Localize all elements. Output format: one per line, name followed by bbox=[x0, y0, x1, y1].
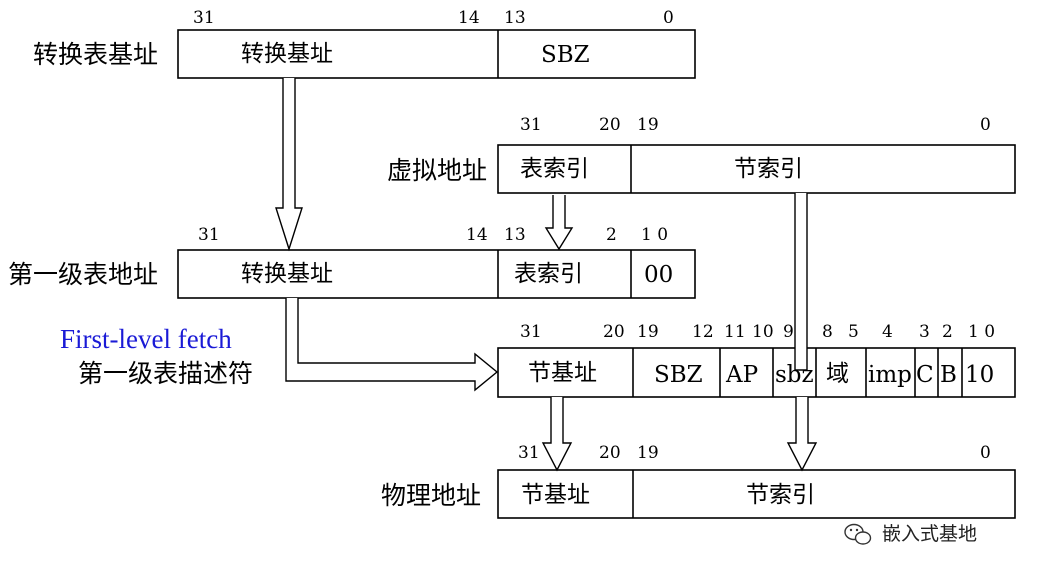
field-section-index: 节索引 bbox=[734, 156, 803, 182]
field-section-base: 节基址 bbox=[528, 360, 597, 386]
translation-base-box bbox=[177, 29, 696, 79]
bit-20: 20 bbox=[603, 322, 625, 342]
bit-31: 31 bbox=[520, 115, 542, 135]
bit-9: 9 bbox=[783, 322, 794, 342]
field-table-index: 表索引 bbox=[514, 261, 583, 287]
watermark-text: 嵌入式基地 bbox=[882, 523, 978, 545]
bit-8: 8 bbox=[822, 322, 833, 342]
wechat-icon bbox=[844, 523, 872, 545]
field-domain: 域 bbox=[826, 361, 849, 387]
arrow-table-index-down bbox=[544, 195, 574, 251]
physical-address-label: 物理地址 bbox=[381, 481, 482, 510]
arrow-section-base-down bbox=[541, 397, 573, 472]
first-level-fetch-label: First-level fetch bbox=[60, 324, 232, 354]
bit-1-0: 1 0 bbox=[968, 322, 996, 342]
translation-base-label: 转换表基址 bbox=[33, 40, 159, 69]
bit-1-0: 1 0 bbox=[641, 225, 669, 245]
field-type: 10 bbox=[965, 362, 995, 388]
bit-14: 14 bbox=[466, 225, 488, 245]
bit-19: 19 bbox=[637, 322, 659, 342]
bit-12: 12 bbox=[692, 322, 714, 342]
first-level-address-box bbox=[177, 249, 696, 299]
descriptor-box bbox=[497, 347, 1016, 398]
bit-20: 20 bbox=[599, 115, 621, 135]
physical-address-box bbox=[497, 469, 1016, 519]
field-table-index: 表索引 bbox=[520, 156, 589, 182]
field-sbz: SBZ bbox=[654, 362, 703, 388]
virtual-address-box bbox=[497, 144, 1016, 194]
bit-13: 13 bbox=[504, 225, 526, 245]
field-section-base: 节基址 bbox=[521, 482, 590, 508]
bit-0: 0 bbox=[663, 8, 674, 28]
bit-10: 10 bbox=[752, 322, 774, 342]
field-ap: AP bbox=[726, 362, 759, 388]
bit-19: 19 bbox=[637, 115, 659, 135]
field-translation-base: 转换基址 bbox=[241, 261, 333, 287]
bit-20: 20 bbox=[599, 443, 621, 463]
bit-14: 14 bbox=[458, 8, 480, 28]
virtual-address-label: 虚拟地址 bbox=[387, 156, 488, 185]
bit-5: 5 bbox=[848, 322, 859, 342]
arrow-section-index-down bbox=[794, 193, 808, 371]
field-c: C bbox=[916, 362, 934, 388]
bit-2: 2 bbox=[606, 225, 617, 245]
arrow-base-to-first-level bbox=[275, 78, 303, 252]
field-section-index: 节索引 bbox=[746, 482, 815, 508]
bit-31: 31 bbox=[518, 443, 540, 463]
field-sbz: SBZ bbox=[541, 42, 590, 68]
field-low-bits: 00 bbox=[644, 262, 674, 288]
bit-0: 0 bbox=[980, 115, 991, 135]
bit-3: 3 bbox=[919, 322, 930, 342]
bit-4: 4 bbox=[882, 322, 893, 342]
bit-0: 0 bbox=[980, 443, 991, 463]
field-b: B bbox=[940, 362, 957, 388]
first-level-descriptor-label: 第一级表描述符 bbox=[78, 359, 254, 388]
bit-31: 31 bbox=[193, 8, 215, 28]
bit-13: 13 bbox=[504, 8, 526, 28]
bit-2: 2 bbox=[942, 322, 953, 342]
bit-31: 31 bbox=[198, 225, 220, 245]
field-imp: imp bbox=[868, 362, 912, 388]
arrow-first-level-to-descriptor bbox=[285, 298, 499, 392]
first-level-address-label: 第一级表地址 bbox=[8, 260, 159, 289]
field-sbz-bit9: sbz bbox=[775, 362, 814, 388]
bit-31: 31 bbox=[520, 322, 542, 342]
bit-19: 19 bbox=[637, 443, 659, 463]
bit-11: 11 bbox=[724, 322, 746, 342]
field-translation-base: 转换基址 bbox=[241, 41, 333, 67]
arrow-section-index-to-physical bbox=[786, 397, 818, 472]
